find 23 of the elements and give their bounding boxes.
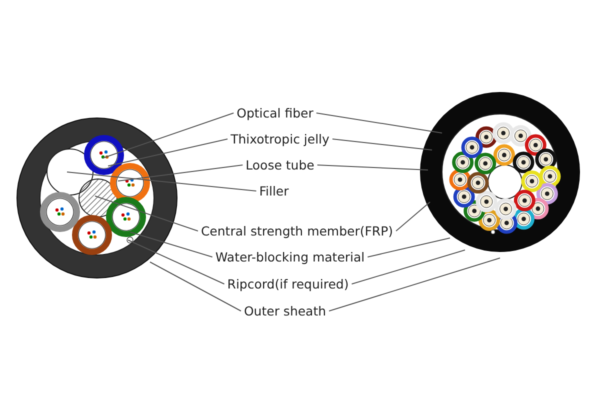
leader-line xyxy=(367,238,450,258)
leader-line xyxy=(130,232,213,258)
leader-line xyxy=(332,138,432,150)
part-label: Water-blocking material xyxy=(215,250,365,264)
part-label: Central strength member(FRP) xyxy=(200,224,394,238)
part-label: Thixotropic jelly xyxy=(230,132,330,146)
part-label: Outer sheath xyxy=(244,304,326,318)
part-label: Loose tube xyxy=(246,158,314,172)
leader-line xyxy=(108,138,228,166)
part-label: Ripcord(if required) xyxy=(227,276,349,292)
leader-line xyxy=(66,172,257,192)
leader-line xyxy=(396,202,430,232)
leader-line xyxy=(316,164,428,170)
leader-line xyxy=(150,262,242,312)
leader-line xyxy=(128,240,225,284)
leader-line xyxy=(316,112,442,134)
leader-line xyxy=(118,164,244,182)
leader-line xyxy=(102,112,234,158)
leader-line xyxy=(328,258,500,312)
leader-line xyxy=(351,250,466,284)
leader-line xyxy=(94,196,198,232)
part-label: Optical fiber xyxy=(236,106,314,120)
part-label: Filler xyxy=(259,184,289,198)
